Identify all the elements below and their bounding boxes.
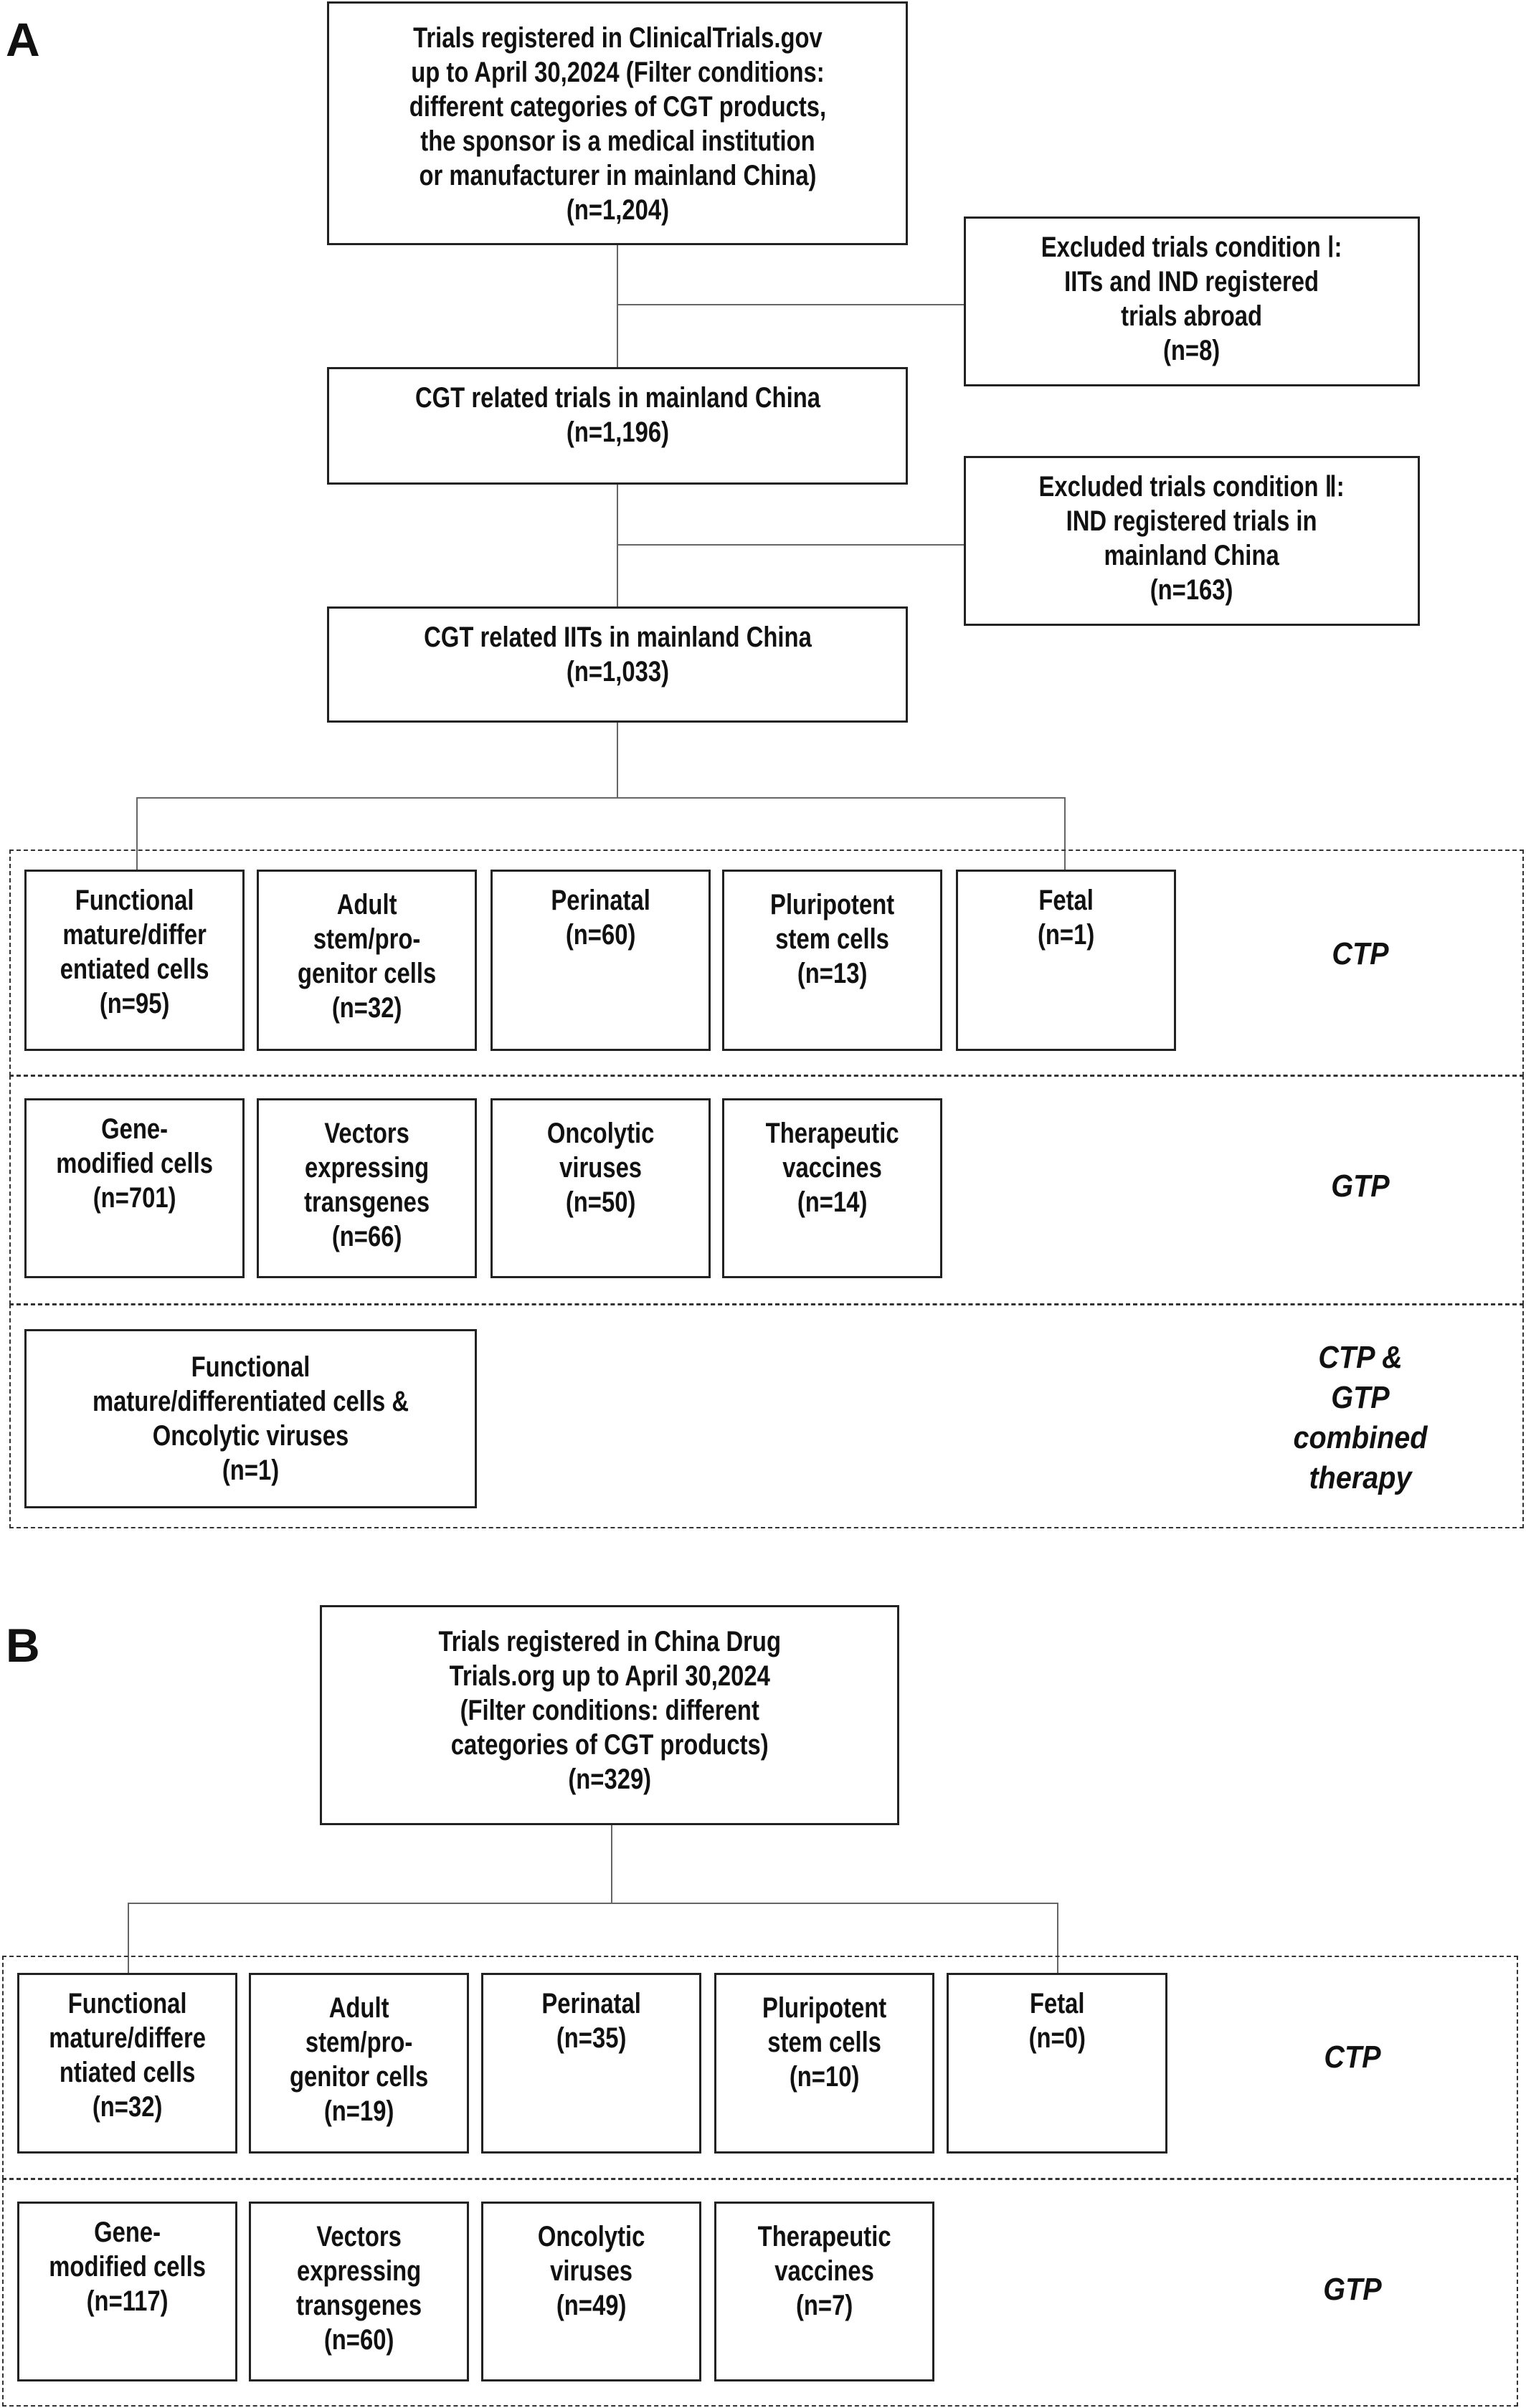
category-box: Vectors expressing transgenes (n=60) (249, 2202, 469, 2381)
combined-text: Functional mature/differentiated cells &… (92, 1351, 409, 1486)
category-text: Fetal (n=1) (1037, 885, 1095, 951)
category-text: Fetal (n=0) (1028, 1988, 1086, 2054)
category-text: Pluripotent stem cells (n=10) (762, 1992, 887, 2093)
category-box: Vectors expressing transgenes (n=66) (257, 1098, 477, 1278)
category-box: Fetal (n=1) (956, 870, 1176, 1051)
category-box: Functional mature/differe ntiated cells … (17, 1973, 237, 2154)
category-text: Oncolytic viruses (n=50) (546, 1118, 655, 1218)
category-box: Oncolytic viruses (n=50) (490, 1098, 711, 1278)
excluded-box-1-text: Excluded trials condition Ⅰ: IITs and IN… (1041, 232, 1342, 366)
category-box: Fetal (n=0) (947, 1973, 1167, 2154)
category-text: Functional mature/differ entiated cells … (60, 885, 209, 1019)
cgt-trials-text: CGT related trials in mainland China (n=… (414, 382, 820, 448)
excluded-box-2-text: Excluded trials condition Ⅱ: IND registe… (1038, 471, 1345, 606)
category-box: Adult stem/pro- genitor cells (n=19) (249, 1973, 469, 2154)
category-box: Adult stem/pro- genitor cells (n=32) (257, 870, 477, 1051)
source-box-text: Trials registered in China Drug Trials.o… (438, 1626, 781, 1795)
category-text: Therapeutic vaccines (n=7) (757, 2221, 891, 2321)
connector-line (617, 245, 618, 367)
gtp-label: GTP (1331, 1169, 1390, 1204)
category-text: Oncolytic viruses (n=49) (537, 2221, 645, 2321)
panel-a-label: A (6, 13, 40, 66)
category-text: Therapeutic vaccines (n=14) (765, 1118, 899, 1218)
excluded-box-1: Excluded trials condition Ⅰ: IITs and IN… (964, 216, 1420, 386)
cgt-iits-box: CGT related IITs in mainland China (n=1,… (327, 606, 908, 723)
excluded-box-2: Excluded trials condition Ⅱ: IND registe… (964, 456, 1420, 626)
panel-b-label: B (6, 1619, 40, 1672)
source-box-chinadrugtrials: Trials registered in China Drug Trials.o… (320, 1605, 899, 1825)
category-box: Therapeutic vaccines (n=14) (722, 1098, 942, 1278)
gtp-label: GTP (1323, 2272, 1382, 2307)
category-box: Oncolytic viruses (n=49) (481, 2202, 701, 2381)
connector-line (617, 485, 618, 606)
branch-line (136, 797, 1066, 799)
cgt-iits-text: CGT related IITs in mainland China (n=1,… (423, 622, 812, 687)
combined-therapy-label: CTP & GTP combined therapy (1293, 1340, 1428, 1495)
connector-line (617, 723, 618, 799)
connector-line (136, 797, 138, 870)
connector-line (128, 1903, 129, 1973)
category-text: Perinatal (n=35) (541, 1988, 641, 2054)
category-text: Pluripotent stem cells (n=13) (769, 889, 895, 989)
category-text: Vectors expressing transgenes (n=60) (296, 2221, 422, 2356)
ctp-label: CTP (1332, 936, 1389, 971)
connector-line (617, 304, 964, 305)
cgt-trials-box: CGT related trials in mainland China (n=… (327, 367, 908, 485)
category-box: Gene- modified cells (n=701) (24, 1098, 245, 1278)
gtp-section (2, 2179, 1518, 2407)
connector-line (617, 544, 964, 546)
category-text: Gene- modified cells (n=701) (56, 1113, 213, 1214)
category-text: Adult stem/pro- genitor cells (n=19) (289, 1992, 429, 2127)
connector-line (1064, 797, 1066, 870)
category-text: Functional mature/differe ntiated cells … (49, 1988, 206, 2123)
category-box: Perinatal (n=60) (490, 870, 711, 1051)
connector-line (1057, 1903, 1058, 1973)
category-box: Pluripotent stem cells (n=13) (722, 870, 942, 1051)
source-box-clinicaltrials: Trials registered in ClinicalTrials.gov … (327, 1, 908, 245)
category-text: Gene- modified cells (n=117) (49, 2217, 206, 2317)
category-box: Gene- modified cells (n=117) (17, 2202, 237, 2381)
connector-line (611, 1825, 612, 1904)
category-box: Therapeutic vaccines (n=7) (714, 2202, 934, 2381)
combined-box: Functional mature/differentiated cells &… (24, 1329, 477, 1508)
category-text: Adult stem/pro- genitor cells (n=32) (297, 889, 437, 1024)
category-text: Vectors expressing transgenes (n=66) (304, 1118, 430, 1252)
category-box: Perinatal (n=35) (481, 1973, 701, 2154)
branch-line (128, 1903, 1058, 1904)
ctp-label: CTP (1324, 2040, 1381, 2075)
combined-section (9, 1304, 1524, 1528)
category-text: Perinatal (n=60) (551, 885, 650, 951)
category-box: Pluripotent stem cells (n=10) (714, 1973, 934, 2154)
category-box: Functional mature/differ entiated cells … (24, 870, 245, 1051)
source-box-text: Trials registered in ClinicalTrials.gov … (409, 22, 826, 226)
